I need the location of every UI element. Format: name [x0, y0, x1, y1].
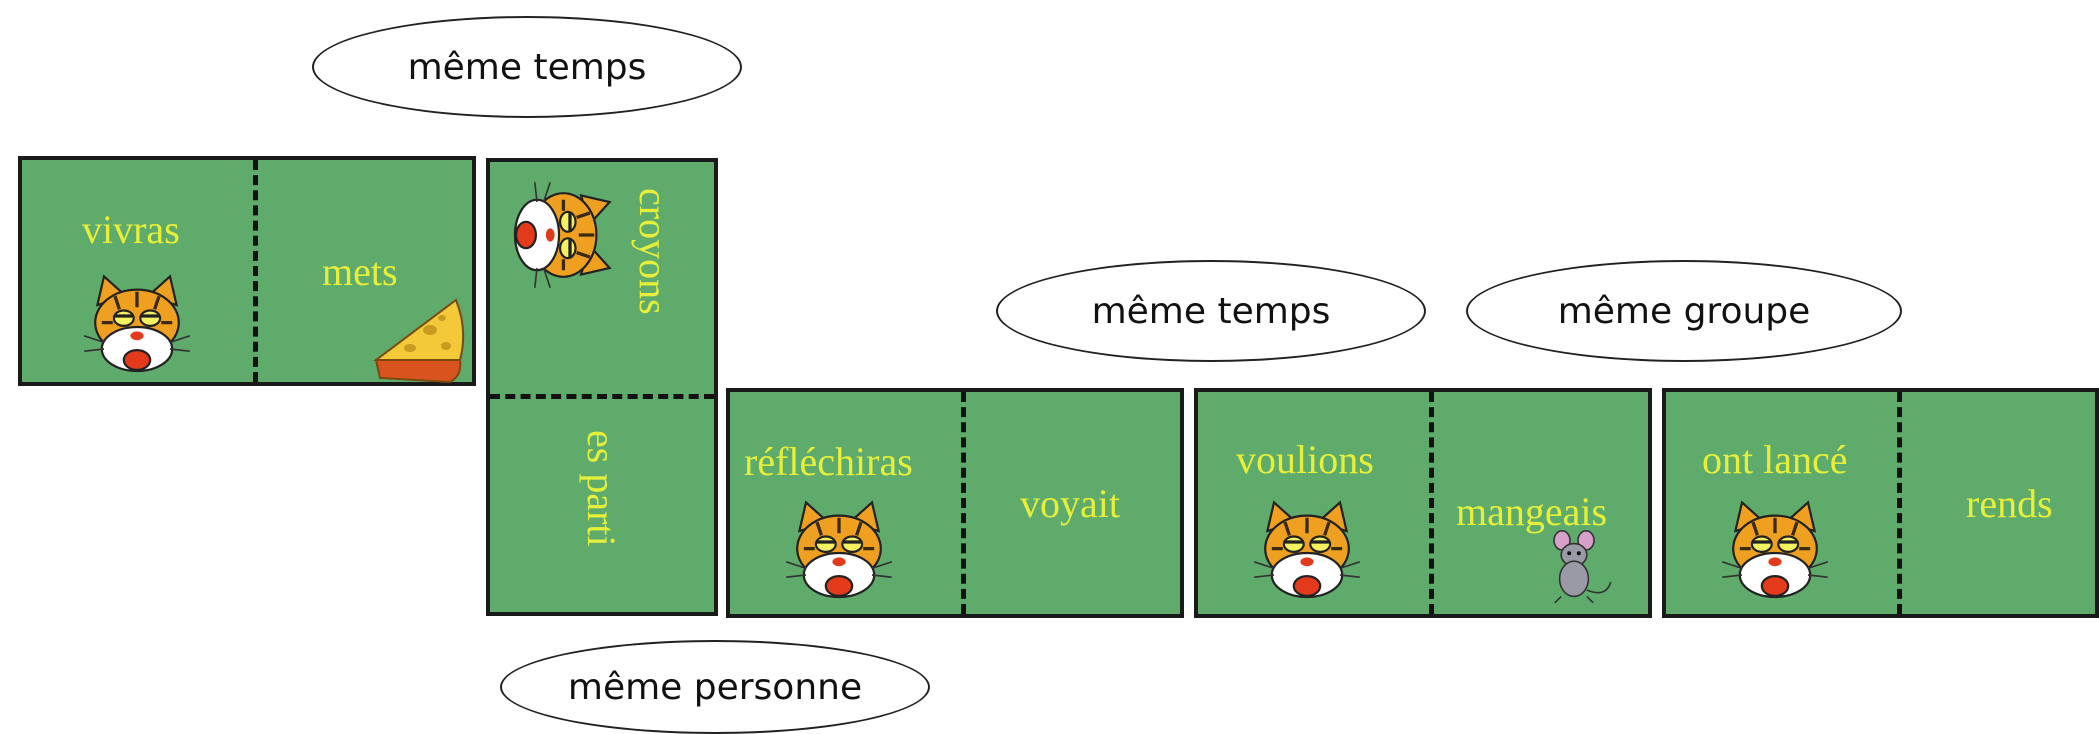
- cat-icon: [82, 272, 192, 382]
- label-oval-middle-right: même groupe: [1466, 260, 1902, 362]
- cheese-icon: [370, 290, 470, 390]
- domino-divider: [1429, 392, 1434, 614]
- domino-word: ont lancé: [1702, 437, 1848, 482]
- domino-card-5: ont lancé rends: [1662, 388, 2099, 618]
- domino-card-1: vivras mets: [18, 156, 476, 386]
- domino-divider: [1897, 392, 1902, 614]
- domino-card-3: réfléchiras voyait: [726, 388, 1184, 618]
- domino-word: voulions: [1236, 437, 1374, 482]
- domino-divider: [961, 392, 966, 614]
- domino-card-2: croyons es parti: [486, 158, 718, 616]
- mouse-icon: [1534, 526, 1614, 606]
- domino-word: voyait: [1020, 481, 1120, 526]
- domino-word: mangeais: [1456, 489, 1608, 534]
- domino-word: vivras: [82, 207, 180, 252]
- label-oval-bottom: même personne: [500, 640, 930, 734]
- domino-word: mets: [322, 249, 398, 294]
- cat-icon: [784, 498, 894, 608]
- cat-icon: [1252, 498, 1362, 608]
- domino-divider: [490, 394, 714, 399]
- domino-word: réfléchiras: [744, 439, 913, 484]
- domino-word: es parti: [579, 430, 624, 547]
- cat-icon: [1720, 498, 1830, 608]
- label-oval-middle-left: même temps: [996, 260, 1426, 362]
- label-oval-top: même temps: [312, 16, 742, 118]
- domino-card-4: voulions mangeais: [1194, 388, 1652, 618]
- domino-divider: [253, 160, 258, 382]
- cat-icon: [504, 180, 614, 290]
- domino-word: croyons: [631, 188, 676, 315]
- domino-word: rends: [1966, 481, 2053, 526]
